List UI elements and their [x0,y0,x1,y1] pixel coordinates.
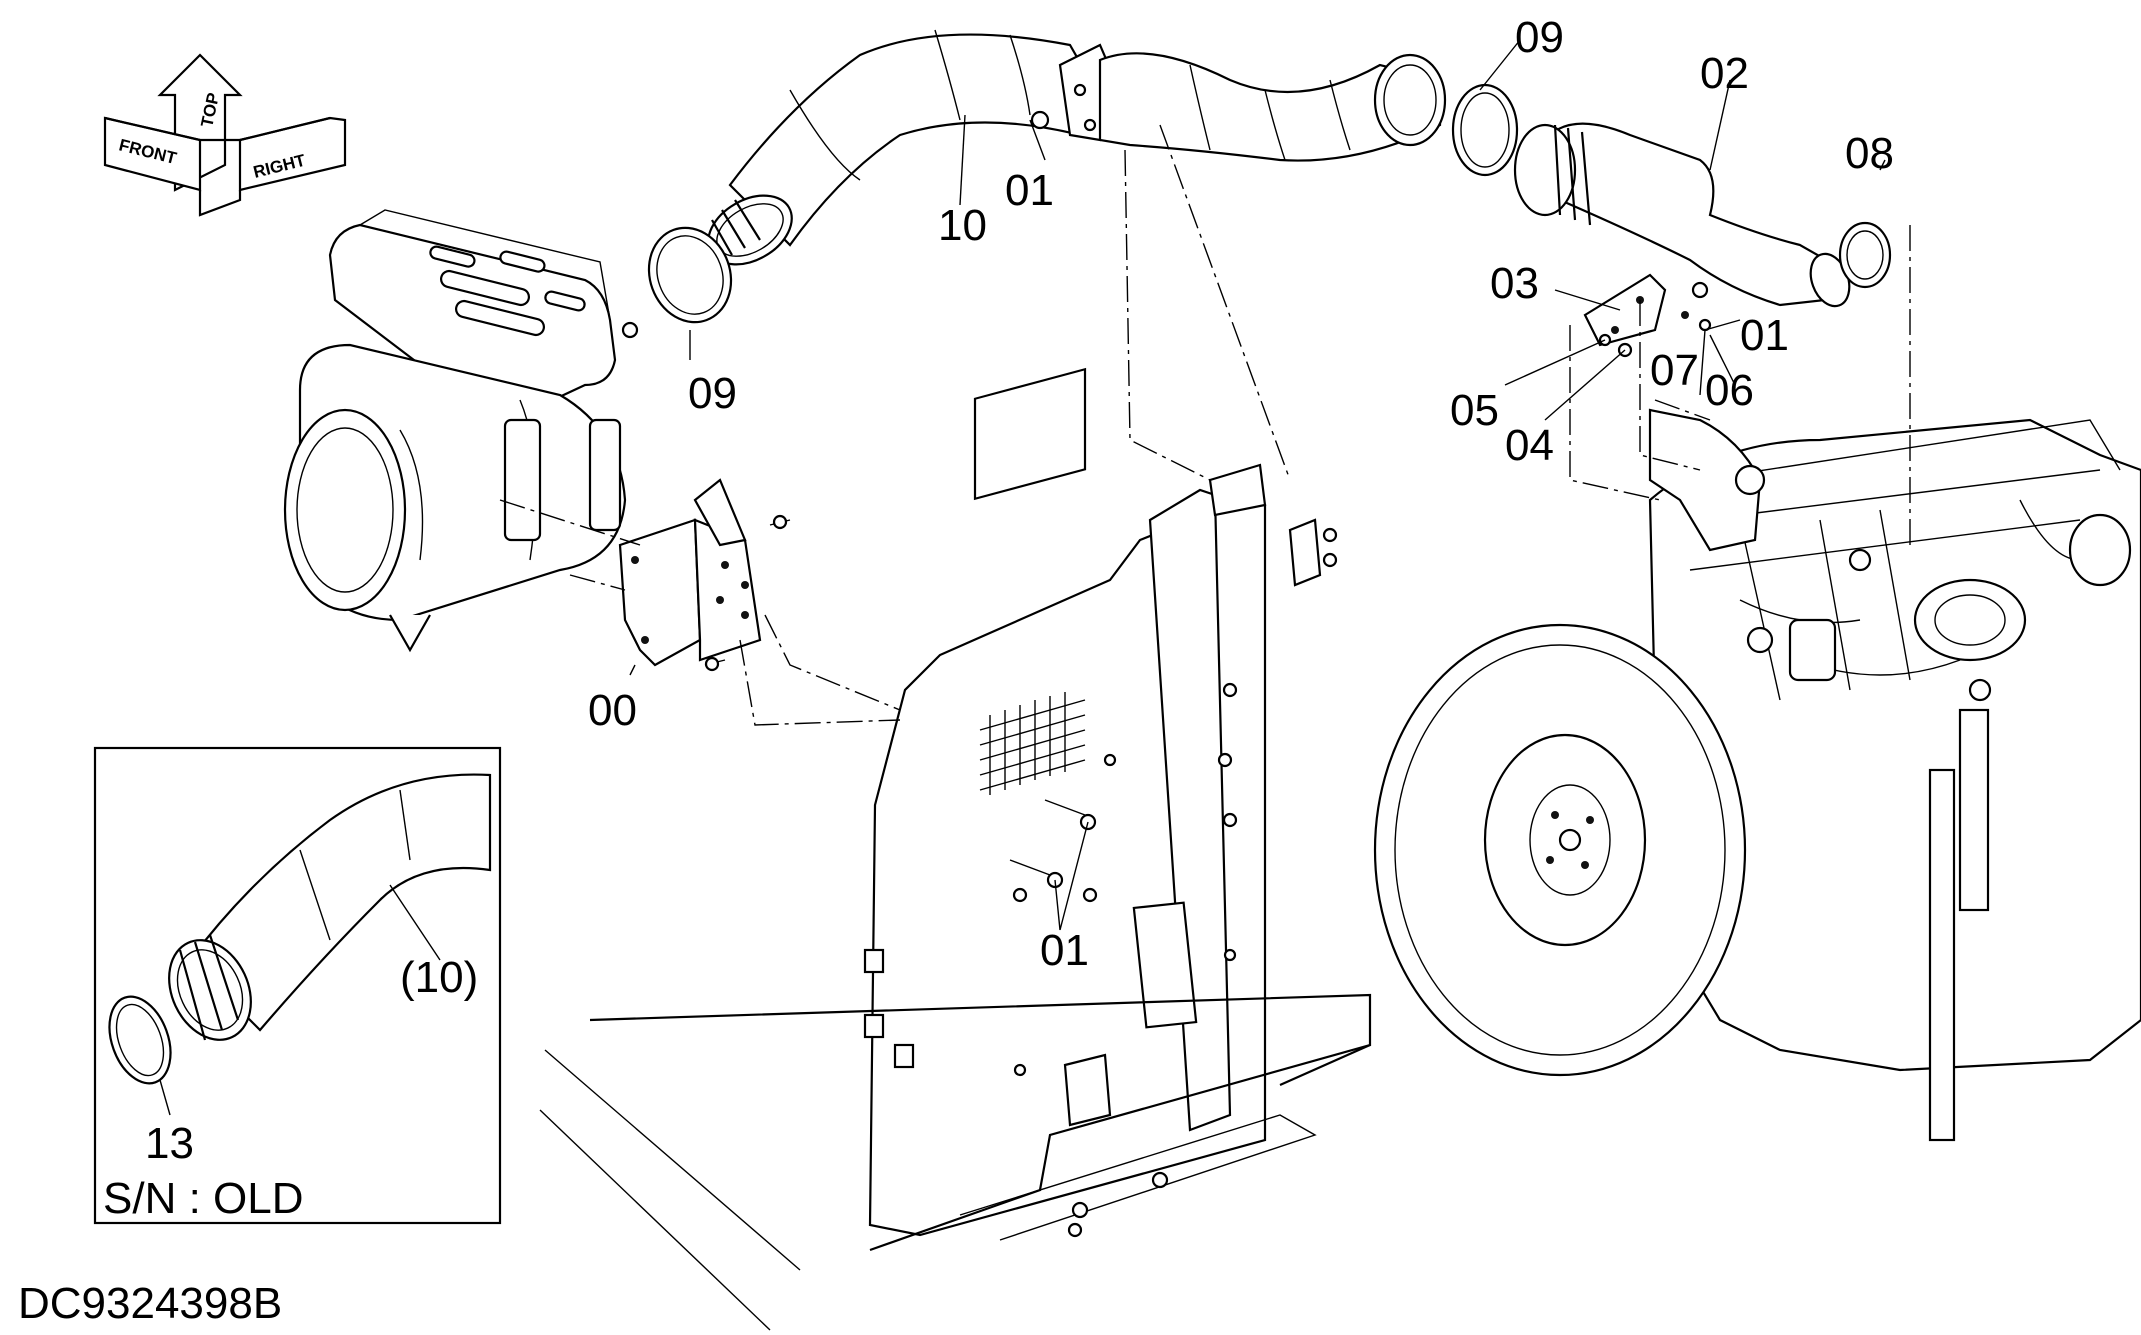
callout-04: 04 [1505,421,1554,470]
hose-clamp-top [1451,83,1519,177]
clamp-08 [1838,221,1892,289]
callout-labels: 00 01 01 01 02 03 04 05 06 07 08 09 09 1… [588,13,1894,975]
callout-07: 07 [1650,346,1699,395]
callout-leaders [629,39,1886,931]
callout-01-frame: 01 [1040,926,1089,975]
hose-support-bracket [1583,273,1712,358]
callout-06: 06 [1705,366,1754,415]
callout-01-hose: 01 [1005,166,1054,215]
inset-old-serial: (10) 13 S/N : OLD [93,746,502,1225]
assembly-guide-lines [499,124,1911,726]
orientation-indicator: FRONT TOP RIGHT [103,53,347,217]
callout-08: 08 [1845,129,1894,178]
base-rails [539,993,1372,1331]
callout-09-top: 09 [1515,13,1564,62]
callout-05: 05 [1450,386,1499,435]
hose-clamp-top-inner [1460,92,1510,168]
turbo-inlet-hose [1513,122,1851,308]
callout-03: 03 [1490,259,1539,308]
callout-10: 10 [938,201,987,250]
air-cleaner [283,209,639,653]
callout-02: 02 [1700,49,1749,98]
hose-clamp-left-inner [656,235,724,315]
radiator-frame [863,367,1338,1237]
flywheel-housing [1373,623,1747,1077]
inset-serial-note: S/N : OLD [103,1174,304,1223]
air-intake-hose [707,29,1447,266]
panel-grille [973,367,1087,501]
engine-assembly [1648,408,2141,1142]
clamp-08-inner [1846,230,1884,280]
callout-01-bracket: 01 [1740,311,1789,360]
inset-part-ref: (10) [400,953,478,1002]
inset-clamp-callout: 13 [145,1119,194,1168]
drawing-code: DC9324398B [18,1279,282,1328]
callout-09-left: 09 [688,369,737,418]
air-cleaner-bracket [618,478,791,672]
hose-clamp-left [647,226,733,324]
callout-00: 00 [588,686,637,735]
